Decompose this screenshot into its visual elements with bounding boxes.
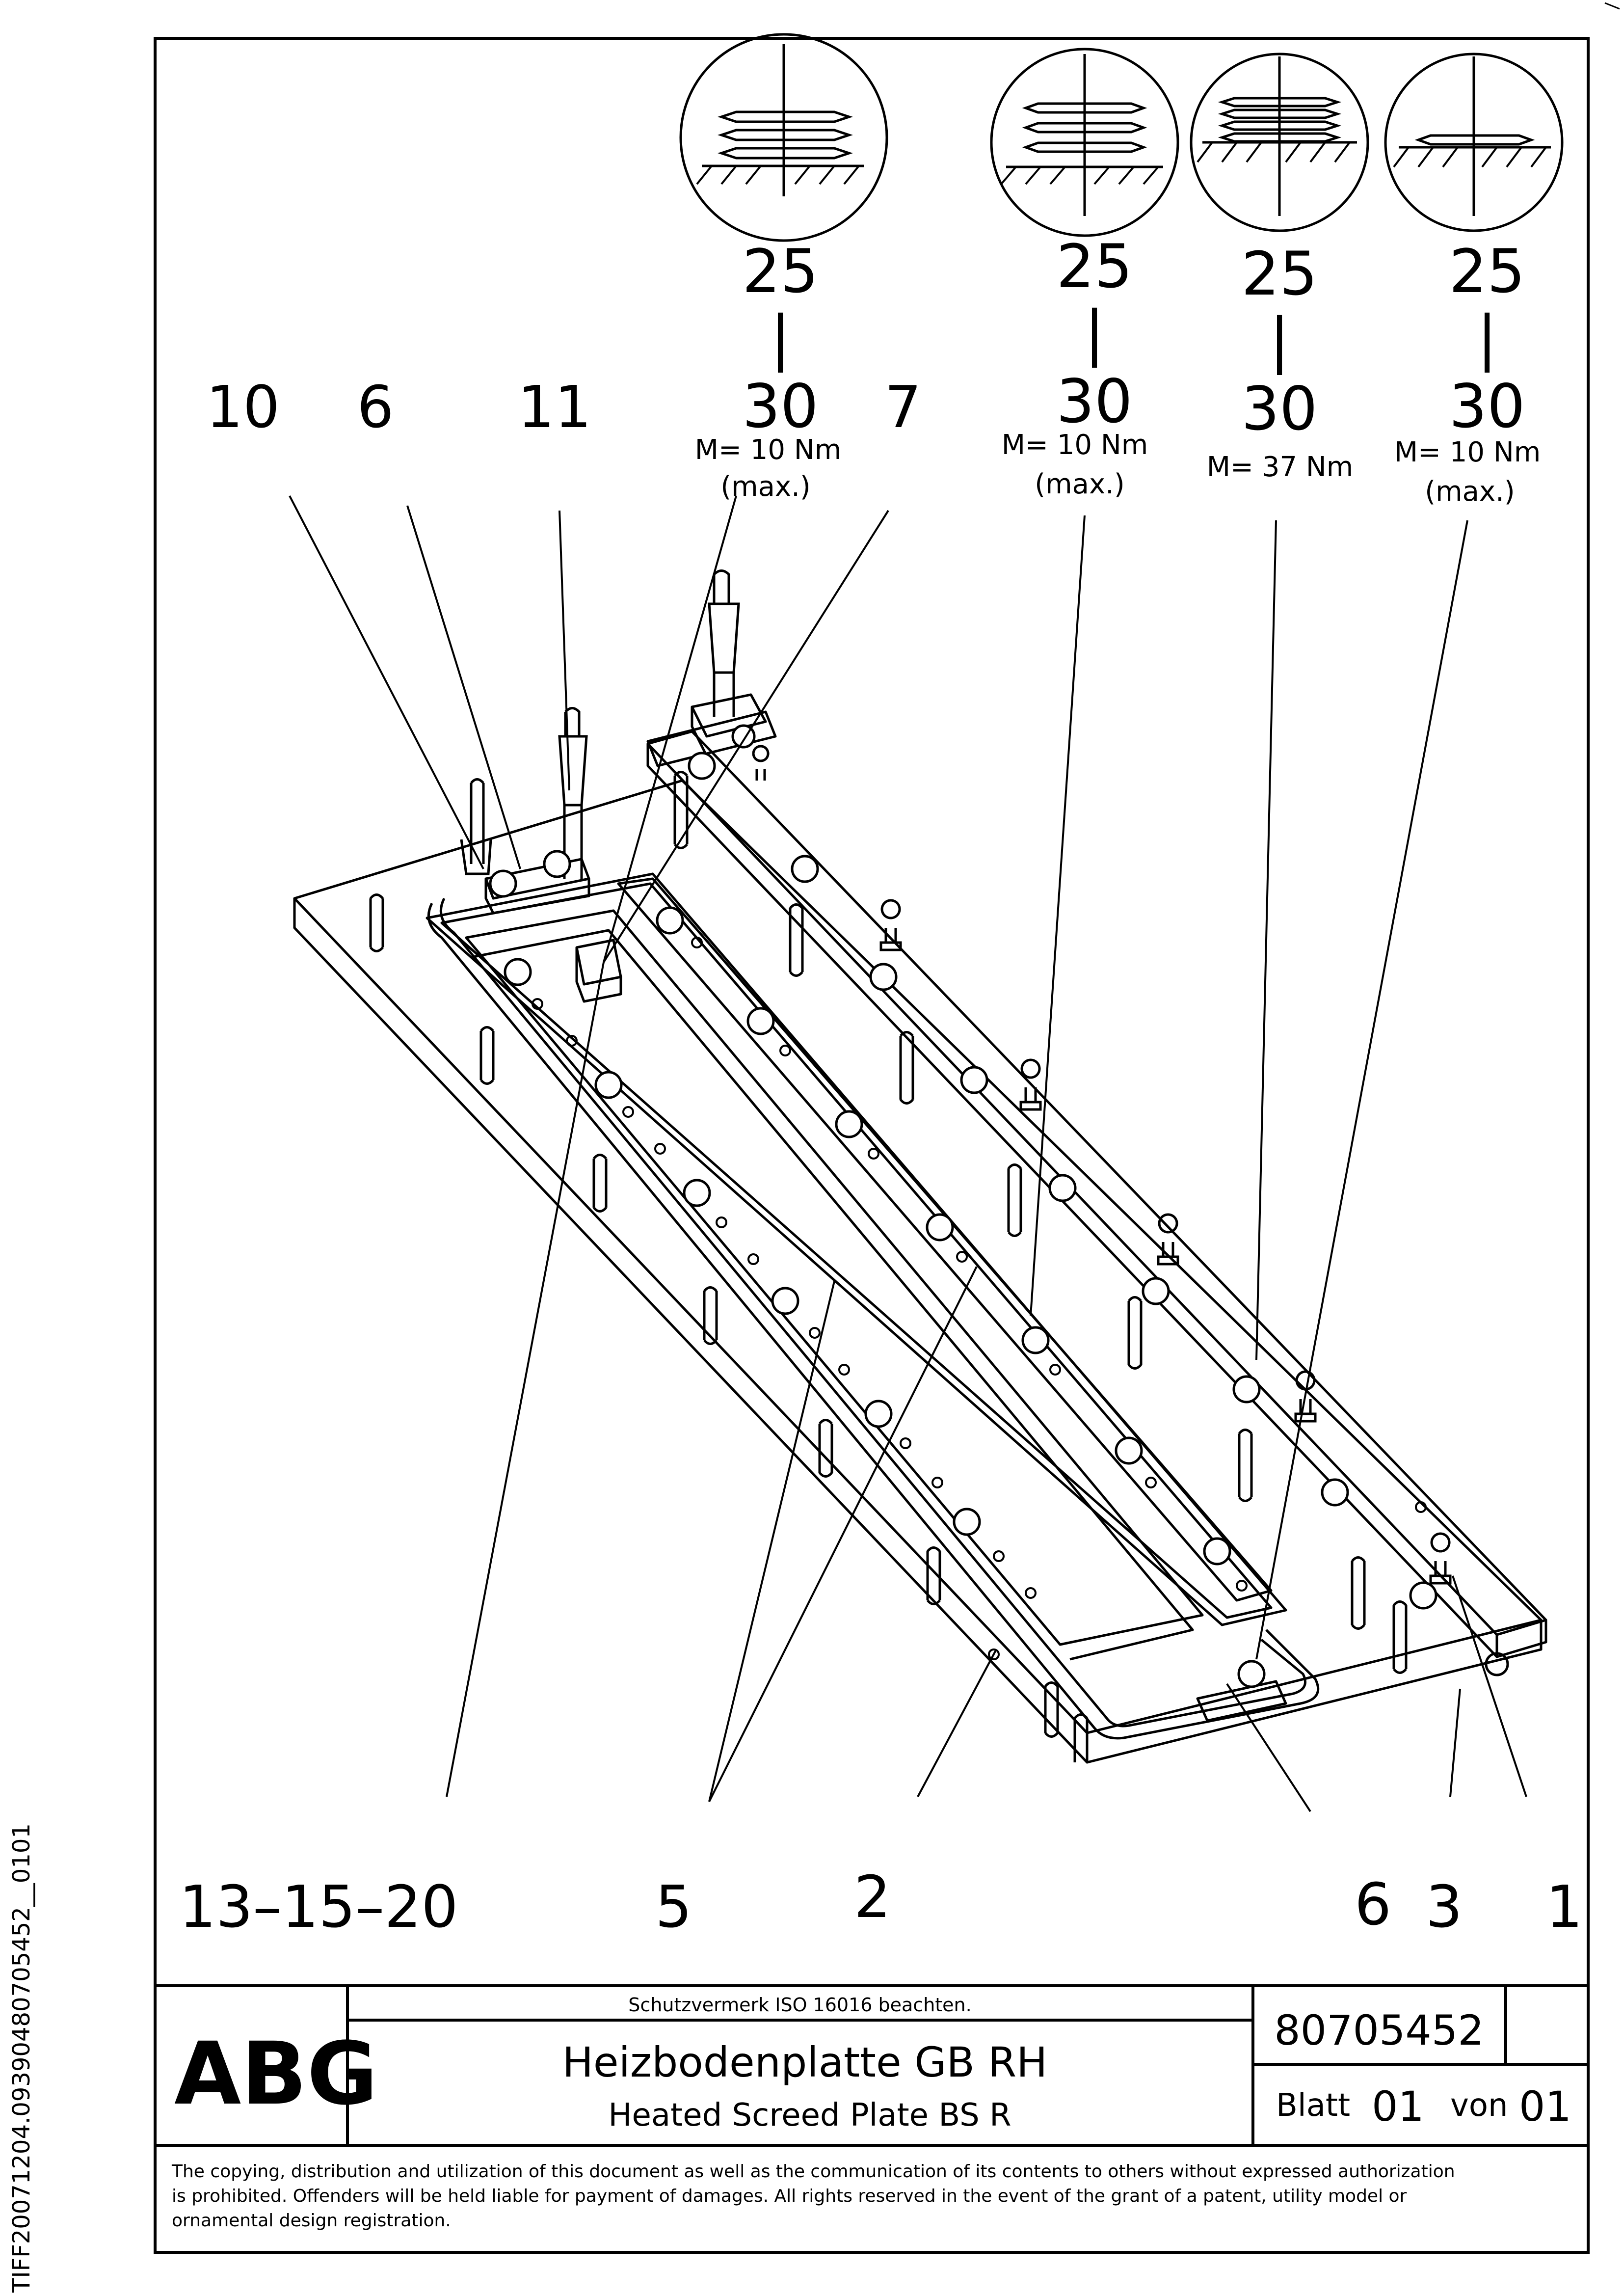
callout-7: 7: [884, 373, 921, 441]
corner-mark: [1604, 2, 1620, 10]
callout-6-top: 6: [357, 373, 394, 441]
torque-2-range-bottom: 30: [1056, 367, 1132, 436]
torque-1-value: M= 10 Nm: [695, 434, 842, 466]
callout-2: 2: [854, 1863, 891, 1931]
callout-6-bottom: 6: [1355, 1870, 1391, 1938]
torque-detail-1: [679, 33, 888, 242]
torque-3-value: M= 37 Nm: [1207, 451, 1354, 483]
torque-detail-2: [990, 48, 1179, 237]
torque-3-range-top: 25: [1241, 239, 1317, 309]
callout-1: 1: [1546, 1873, 1583, 1941]
torque-4-value: M= 10 Nm: [1394, 436, 1541, 468]
torque-detail-4: [1384, 53, 1564, 232]
callout-5: 5: [655, 1873, 692, 1941]
copyright-line-2: is prohibited. Offenders will be held li…: [172, 2186, 1407, 2206]
torque-4-note: (max.): [1425, 476, 1515, 508]
torque-4-range-bottom: 30: [1449, 372, 1525, 441]
nuts: [489, 724, 1437, 1688]
torque-2-value: M= 10 Nm: [1002, 429, 1148, 461]
sheet-total: 01: [1519, 2082, 1571, 2131]
of-label: von: [1450, 2087, 1508, 2124]
title-english: Heated Screed Plate BS R: [608, 2097, 1011, 2134]
title-block: [155, 1984, 1588, 2147]
callout-10: 10: [206, 373, 280, 441]
torque-1-range-bottom: 30: [742, 372, 818, 441]
torque-4-separator: |: [1477, 303, 1497, 373]
drawing-frame: [154, 37, 1590, 2254]
torque-2-range-top: 25: [1056, 232, 1132, 301]
callout-3: 3: [1426, 1873, 1463, 1941]
callout-11: 11: [518, 373, 591, 441]
torque-1-separator: |: [770, 303, 790, 373]
holes: [532, 937, 1427, 1660]
torque-1-note: (max.): [720, 471, 811, 503]
leader-lines: [289, 495, 1527, 1812]
torque-1-range-top: 25: [742, 237, 818, 306]
torque-2-separator: |: [1084, 298, 1104, 368]
torque-detail-3: [1190, 53, 1369, 232]
sheet-label: Blatt: [1276, 2087, 1350, 2124]
adjust-screws: [752, 745, 1452, 1585]
torque-3-range-bottom: 30: [1241, 374, 1317, 444]
title-german: Heizbodenplatte GB RH: [562, 2038, 1048, 2086]
protection-note: Schutzvermerk ISO 16016 beachten.: [628, 1994, 971, 2016]
torque-2-note: (max.): [1035, 468, 1125, 500]
torque-3-separator: |: [1269, 305, 1289, 375]
copyright-line-3: ornamental design registration.: [172, 2211, 451, 2231]
drawing-number: 80705452: [1274, 2006, 1484, 2054]
side-file-label: TIFF20071204.09390480705452__0101: [8, 1823, 35, 2293]
abg-logo: ABG: [174, 2024, 378, 2124]
torque-4-range-top: 25: [1449, 237, 1525, 306]
sheet-number: 01: [1372, 2082, 1424, 2131]
copyright-line-1: The copying, distribution and utilizatio…: [171, 2161, 1455, 2182]
callout-13-15-20: 13–15–20: [179, 1873, 458, 1941]
